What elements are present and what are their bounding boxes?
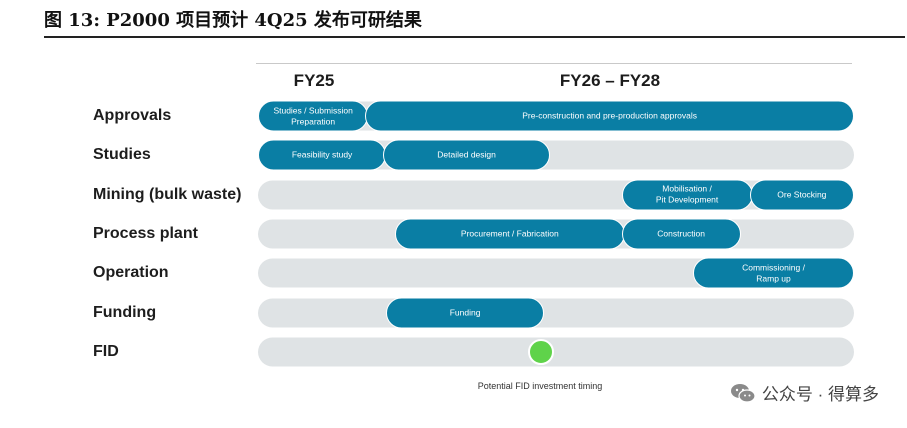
timeline-bar: Funding: [386, 297, 545, 328]
row-label: FID: [93, 342, 119, 360]
fid-annotation: Potential FID investment timing: [477, 381, 603, 391]
row-label: Process plant: [93, 224, 198, 242]
wechat-icon: [730, 383, 756, 403]
row-track: [258, 337, 854, 367]
timeline-bar: Commissioning / Ramp up: [693, 257, 854, 289]
timeline-bar: Construction: [621, 218, 741, 250]
header-rule: [256, 63, 852, 64]
timeline-bar: Studies / Submission Preparation: [258, 100, 369, 132]
fid-marker: [528, 338, 555, 365]
watermark-text: 公众号 · 得算多: [761, 385, 879, 404]
watermark: 公众号 · 得算多: [730, 380, 879, 405]
timeline-bar: Detailed design: [383, 139, 551, 171]
timeline-bar: Ore Stocking: [749, 179, 854, 211]
row-label: Studies: [93, 146, 151, 164]
title-rule: [44, 36, 905, 38]
period-label: FY26 – FY28: [559, 71, 661, 90]
row-label: Approvals: [93, 107, 172, 124]
row-label: Mining (bulk waste): [93, 185, 242, 203]
row-label: Funding: [93, 303, 157, 321]
timeline-bar: Procurement / Fabrication: [395, 218, 625, 250]
timeline-bar: Mobilisation / Pit Development: [621, 179, 753, 211]
period-label: FY25: [293, 71, 335, 90]
timeline-bar: Pre-construction and pre-production appr…: [365, 100, 854, 132]
row-track: [258, 298, 854, 327]
figure-title: 图 13: P2000 项目预计 4Q25 发布可研结果: [44, 10, 422, 31]
row-label: Operation: [93, 264, 169, 282]
timeline-bar: Feasibility study: [258, 139, 387, 171]
